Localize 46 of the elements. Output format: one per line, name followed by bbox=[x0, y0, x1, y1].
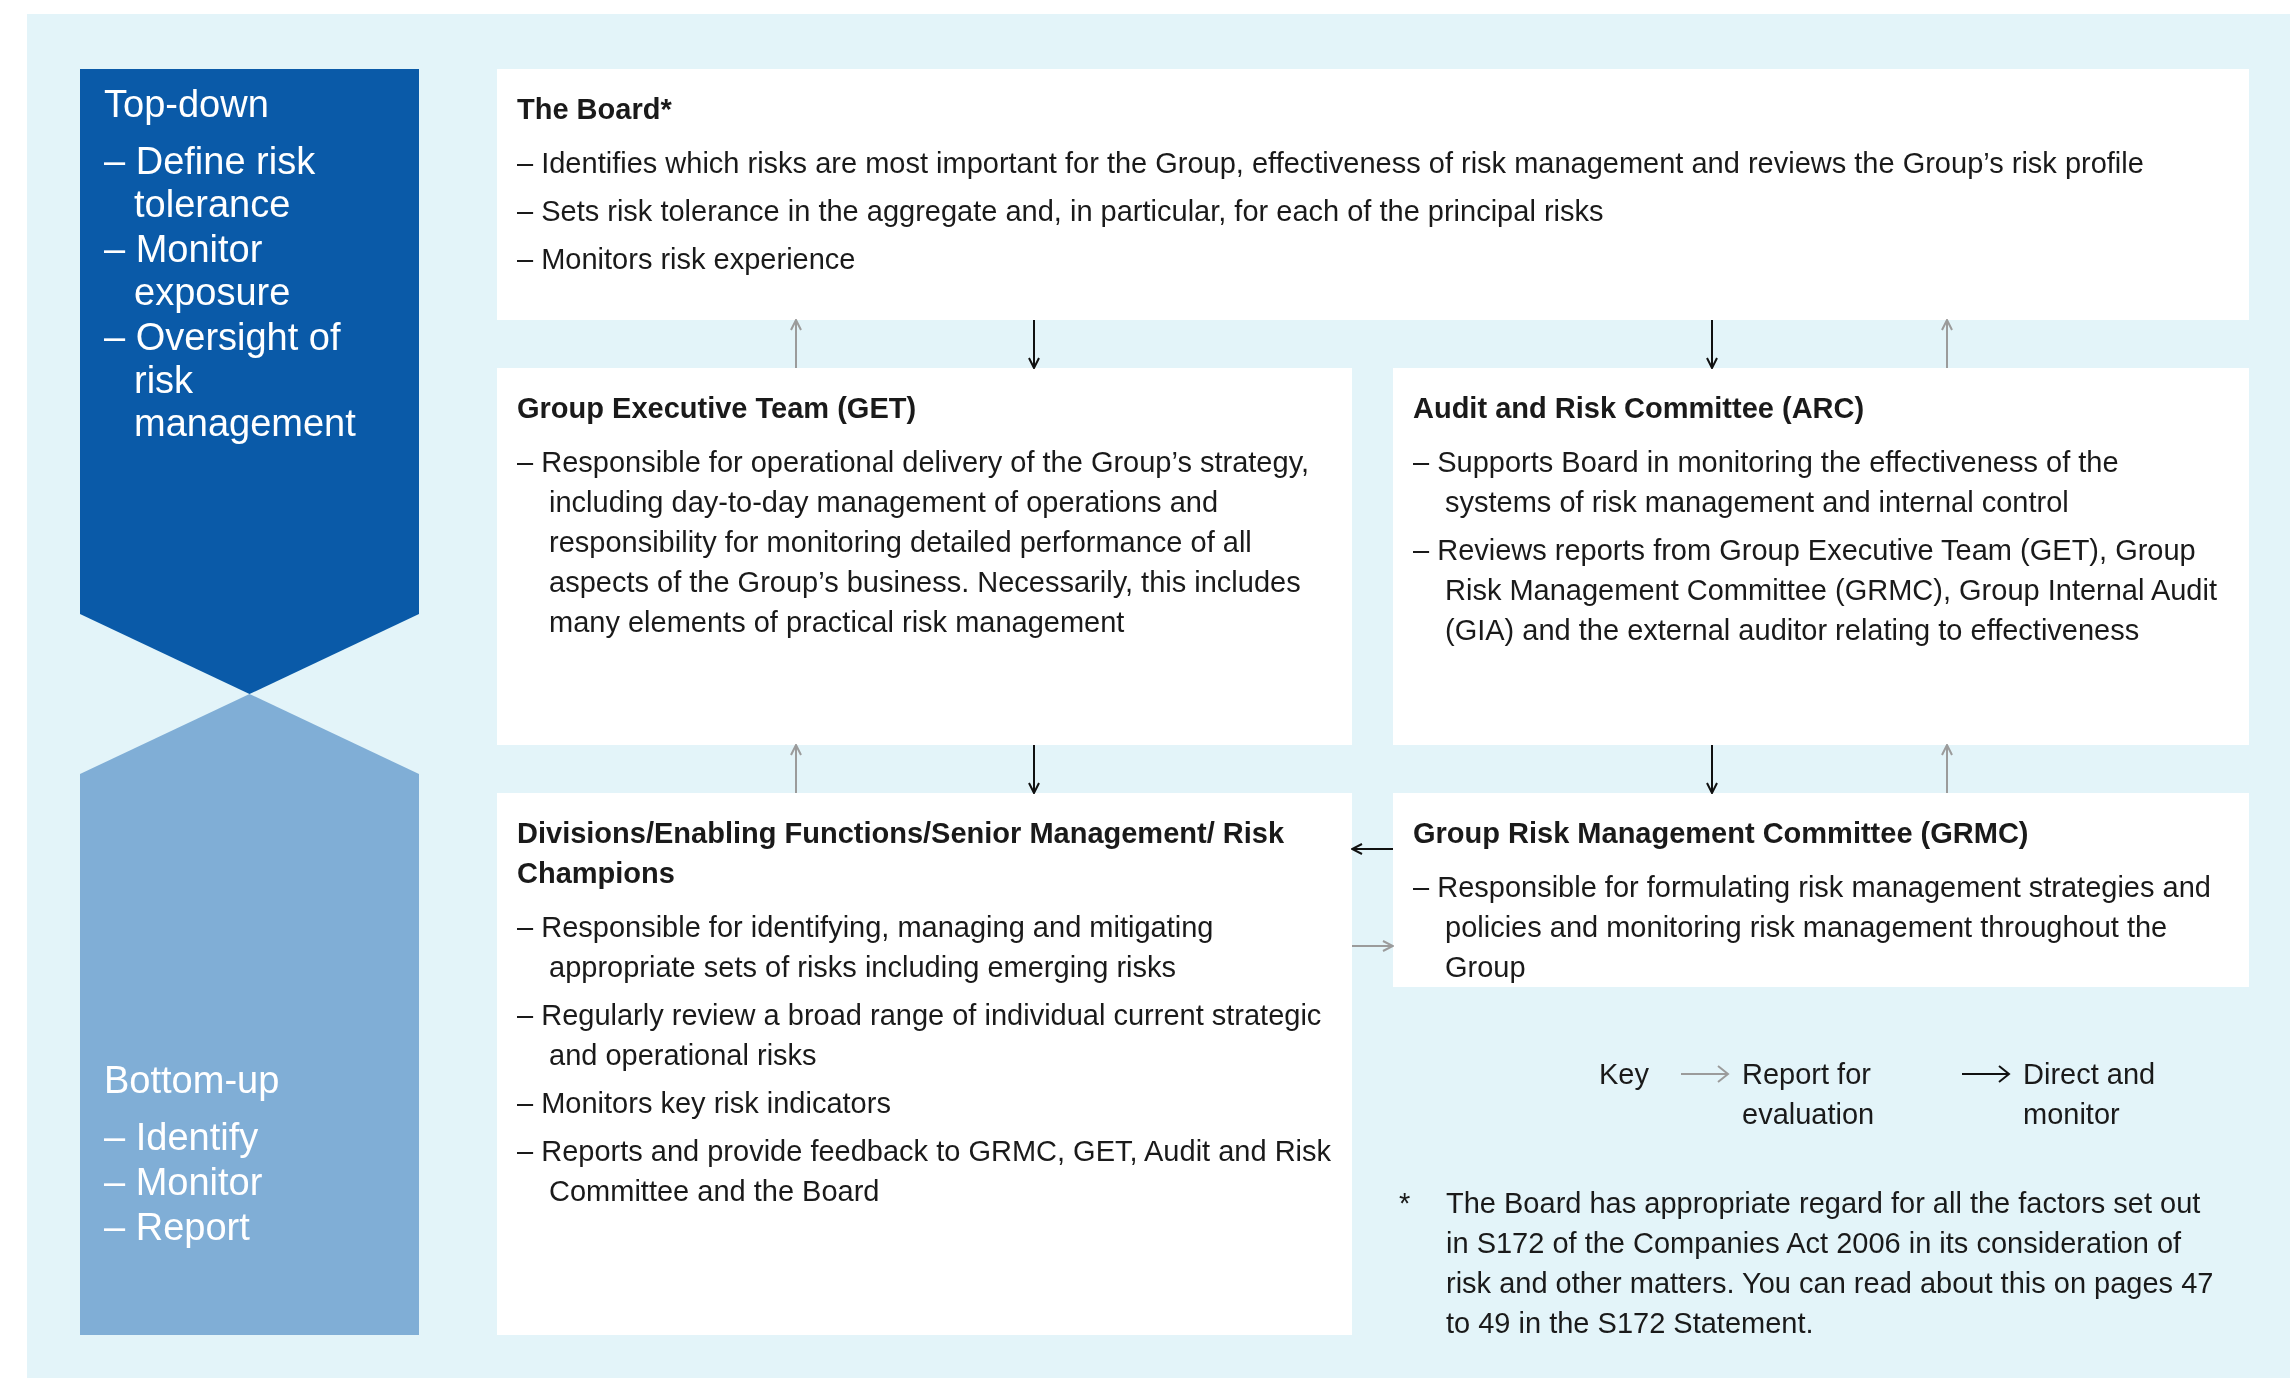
list-item: – Monitor exposure bbox=[104, 228, 292, 314]
arrow bbox=[1351, 843, 1394, 855]
list-item: – Monitors risk experience bbox=[517, 242, 857, 277]
list-item: – Report bbox=[104, 1206, 251, 1249]
arrow bbox=[1351, 940, 1394, 952]
list-item: – Identifies which risks are most important for the Group, effectiveness of risk management and reviews the Group’s risk profile bbox=[517, 146, 2145, 181]
chevron-panel bbox=[80, 694, 419, 1335]
key-title: Key bbox=[1599, 1057, 1650, 1092]
legend-label: Report for evaluation bbox=[1742, 1057, 1876, 1132]
list-item: – Reviews reports from Group Executive Team (GET), Group Risk Management Committee (GRMC), Group Internal Audit (GIA) and the external auditor relating to effectiveness bbox=[1413, 533, 2218, 648]
list-item: – Supports Board in monitoring the effectiveness of the systems of risk management and internal control bbox=[1413, 445, 2120, 520]
arrow bbox=[1028, 319, 1040, 369]
list-item: – Monitor bbox=[104, 1161, 264, 1204]
text-box bbox=[497, 69, 2249, 320]
footnote-mark: * bbox=[1399, 1186, 1412, 1221]
list-item: – Sets risk tolerance in the aggregate and, in particular, for each of the principal risks bbox=[517, 194, 1605, 229]
arrow bbox=[790, 319, 802, 369]
heading: Bottom-up bbox=[104, 1059, 281, 1102]
arrow bbox=[1706, 744, 1718, 794]
arrow bbox=[1706, 319, 1718, 369]
arrow bbox=[1028, 744, 1040, 794]
list-item: – Oversight of risk management bbox=[104, 316, 357, 445]
list-item: – Responsible for identifying, managing and mitigating appropriate sets of risks including emerging risks bbox=[517, 910, 1215, 985]
heading: Divisions/Enabling Functions/Senior Management/ Risk Champions bbox=[517, 816, 1285, 891]
legend-label: Direct and monitor bbox=[2023, 1057, 2157, 1132]
footnote: The Board has appropriate regard for all the factors set out in S172 of the Companies Act 2006 in its consideration of risk and other matters. You can read about this on pages 47 to 49 in the S172 Statement. bbox=[1446, 1186, 2215, 1341]
text-box bbox=[497, 368, 1352, 745]
heading: Group Risk Management Committee (GRMC) bbox=[1413, 816, 2030, 851]
arrow bbox=[1941, 319, 1953, 369]
heading: The Board* bbox=[517, 92, 673, 127]
heading: Top-down bbox=[104, 83, 270, 126]
arrow bbox=[1941, 744, 1953, 794]
text-box bbox=[1393, 368, 2249, 745]
list-item: – Define risk tolerance bbox=[104, 140, 317, 226]
arrow bbox=[790, 744, 802, 794]
chevron-panel bbox=[80, 69, 419, 694]
heading: Audit and Risk Committee (ARC) bbox=[1413, 391, 1866, 426]
list-item: – Monitors key risk indicators bbox=[517, 1086, 892, 1121]
list-item: – Reports and provide feedback to GRMC, GET, Audit and Risk Committee and the Board bbox=[517, 1134, 1332, 1209]
list-item: – Identify bbox=[104, 1116, 260, 1159]
heading: Group Executive Team (GET) bbox=[517, 391, 918, 426]
list-item: – Regularly review a broad range of individual current strategic and operational risks bbox=[517, 998, 1323, 1073]
text-box bbox=[497, 793, 1352, 1335]
list-item: – Responsible for formulating risk management strategies and policies and monitoring risk management throughout the Group bbox=[1413, 870, 2212, 985]
list-item: – Responsible for operational delivery of the Group’s strategy, including day-to-day management of operations and responsibility for monitoring detailed performance of all aspects of the Group’s business. Necessarily, this includes many elements of practical risk management bbox=[517, 445, 1311, 640]
text-box bbox=[1393, 793, 2249, 987]
